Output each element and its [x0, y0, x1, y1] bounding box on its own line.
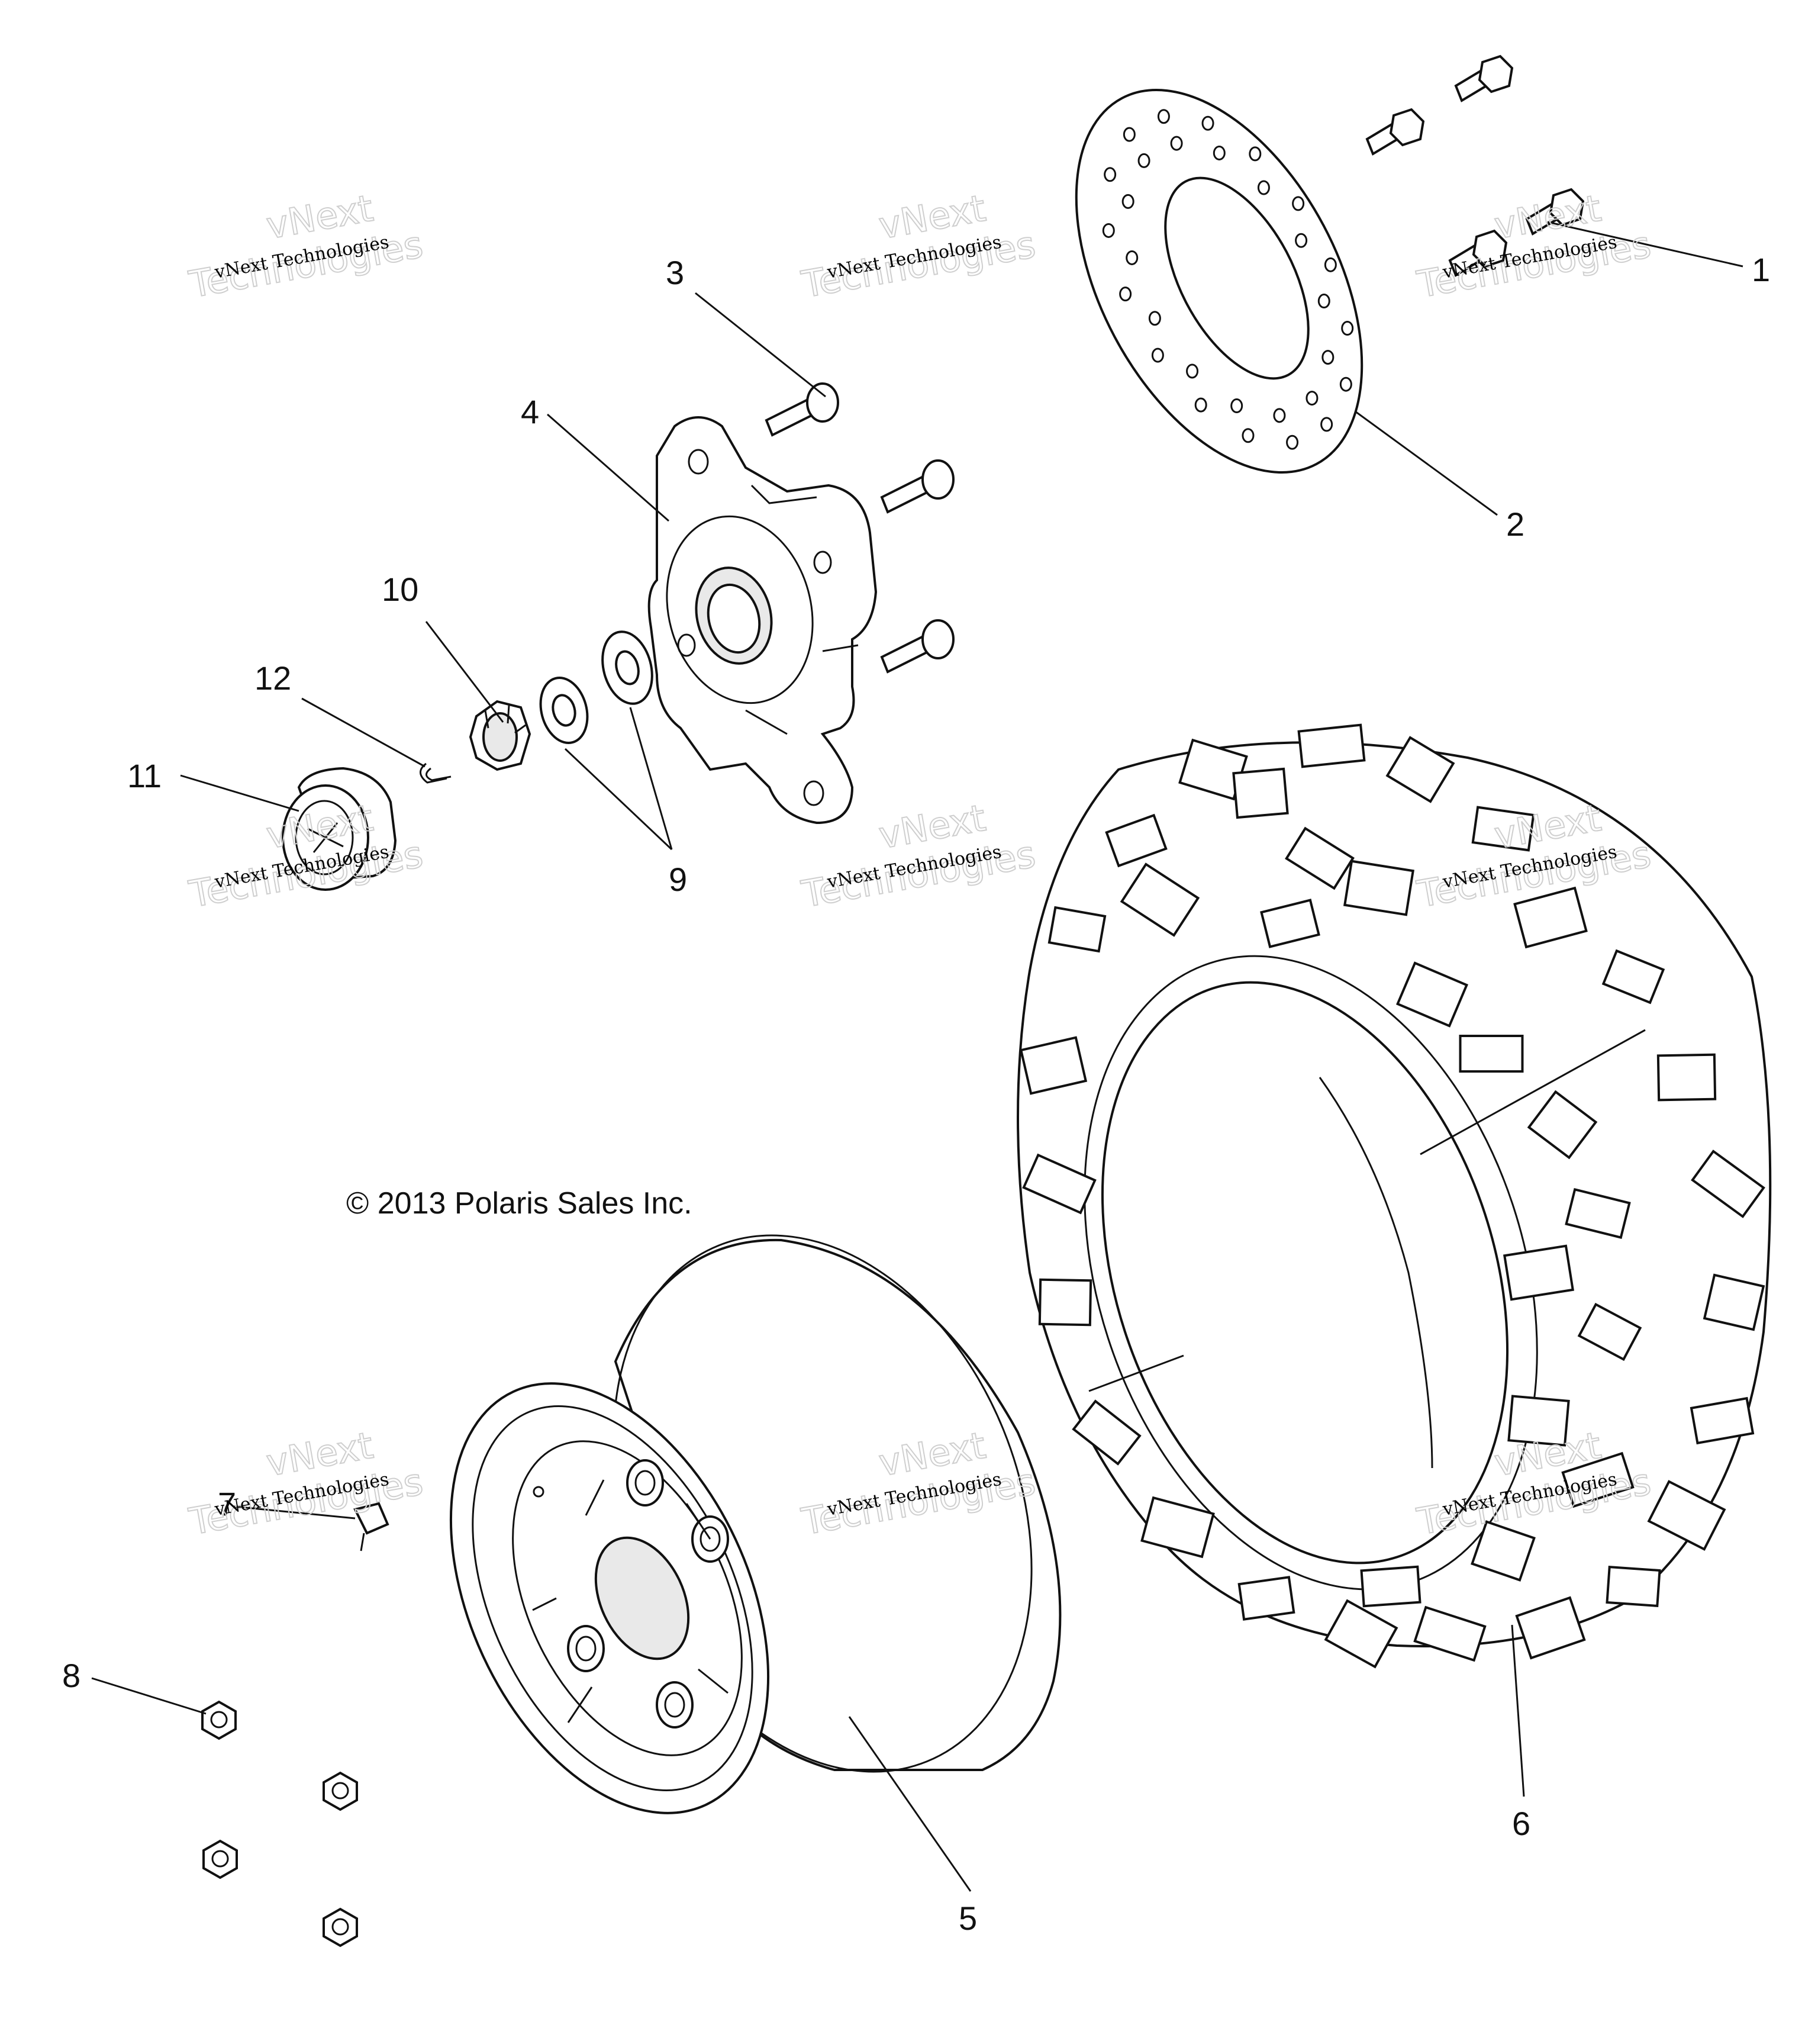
callout-2[interactable]: 2 [1506, 506, 1524, 543]
lug-nuts[interactable] [201, 1700, 358, 1948]
callout-11[interactable]: 11 [127, 757, 162, 794]
washers[interactable] [534, 626, 660, 748]
brake-disc[interactable] [1017, 43, 1421, 520]
callout-5[interactable]: 5 [959, 1900, 977, 1937]
callout-1[interactable]: 1 [1752, 251, 1770, 288]
callout-7[interactable]: 7 [218, 1485, 236, 1522]
callout-10[interactable]: 10 [382, 571, 418, 608]
cotter-pin[interactable] [420, 762, 452, 784]
wheel-hub[interactable] [647, 416, 878, 825]
rotor-bolts[interactable] [1365, 54, 1585, 277]
callout-3[interactable]: 3 [666, 254, 684, 291]
callout-labels: 1 2 3 4 5 6 7 8 9 10 11 12 [62, 251, 1770, 1937]
callout-12[interactable]: 12 [254, 659, 291, 697]
callout-8[interactable]: 8 [62, 1657, 80, 1694]
callout-6[interactable]: 6 [1512, 1805, 1530, 1842]
leader-lines [91, 221, 1743, 1892]
wheel-rim[interactable] [387, 1173, 1108, 1864]
callout-4[interactable]: 4 [521, 393, 539, 430]
tire-tread-blocks [1019, 723, 1765, 1669]
wheel-studs[interactable] [765, 382, 955, 674]
copyright-notice: © 2013 Polaris Sales Inc. [346, 1186, 692, 1221]
callout-9[interactable]: 9 [669, 861, 687, 898]
valve-stem[interactable] [353, 1502, 389, 1551]
hub-cap[interactable] [282, 767, 397, 891]
castle-nut[interactable] [469, 700, 531, 771]
brake-disc-holes [1102, 109, 1354, 450]
tire[interactable] [1008, 723, 1772, 1669]
